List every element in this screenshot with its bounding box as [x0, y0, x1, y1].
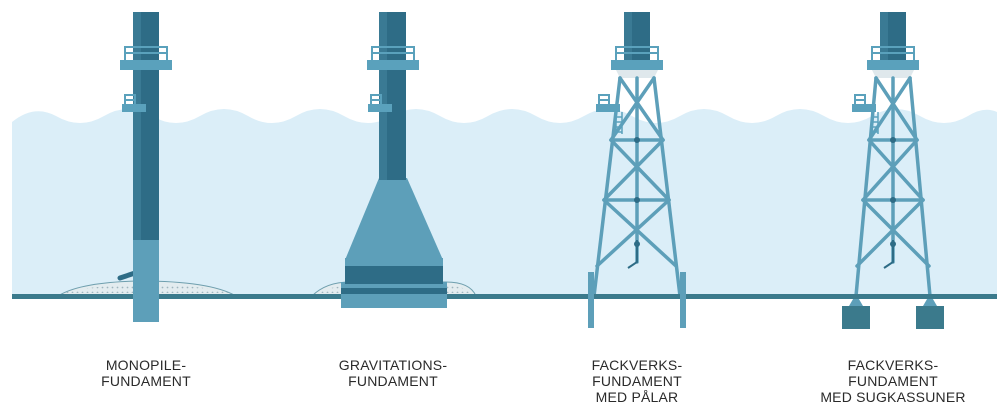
caption-line: FACKVERKS-	[847, 357, 939, 373]
seabed-line	[12, 294, 997, 299]
suction-bucket	[842, 306, 870, 329]
caption-line: FUNDAMENT	[101, 373, 191, 389]
caption-line: MED SUGKASSUNER	[820, 389, 966, 405]
caption-monopile: MONOPILE- FUNDAMENT	[46, 357, 246, 389]
monopile-foundation	[56, 12, 238, 322]
sea-water	[12, 109, 997, 296]
platform	[120, 60, 172, 70]
caption-line: FUNDAMENT	[348, 373, 438, 389]
gravity-cone	[345, 178, 443, 260]
ladder	[871, 112, 879, 134]
caption-line: MONOPILE-	[105, 357, 187, 373]
caption-jacket-piles: FACKVERKS- FUNDAMENT MED PÅLAR	[537, 357, 737, 405]
caption-line: FUNDAMENT	[592, 373, 682, 389]
gravity-foundation	[310, 12, 477, 308]
boat-landing	[852, 104, 876, 112]
caption-line: FACKVERKS-	[591, 357, 683, 373]
caption-line: MED PÅLAR	[595, 389, 679, 405]
pile	[680, 272, 686, 328]
caption-gravity: GRAVITATIONS- FUNDAMENT	[293, 357, 493, 389]
platform	[867, 60, 919, 70]
platform	[367, 60, 419, 70]
jacket-piles-foundation	[588, 12, 686, 328]
boat-landing	[596, 104, 620, 112]
jacket-lattice	[592, 76, 682, 298]
caption-line: GRAVITATIONS-	[338, 357, 448, 373]
pile	[588, 272, 594, 328]
monopile	[133, 238, 159, 322]
boat-landing	[368, 104, 392, 112]
boat-landing	[122, 104, 146, 112]
suction-bucket	[916, 306, 944, 329]
platform	[611, 60, 663, 70]
caption-jacket-suction: FACKVERKS- FUNDAMENT MED SUGKASSUNER	[793, 357, 993, 405]
caisson-base	[345, 266, 443, 284]
ladder	[615, 112, 623, 134]
jacket-suction-foundation	[842, 12, 944, 329]
caption-line: FUNDAMENT	[848, 373, 938, 389]
